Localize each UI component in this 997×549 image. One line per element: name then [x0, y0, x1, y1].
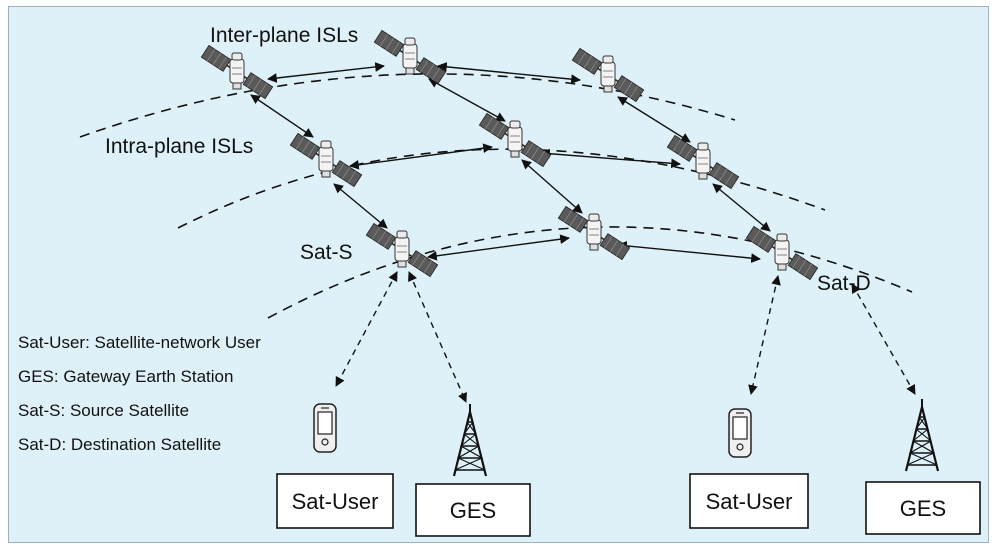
isl-arrow	[617, 96, 691, 143]
inter-plane-isl-label: Inter-plane ISLs	[210, 24, 358, 47]
legend-item: Sat-S: Source Satellite	[18, 401, 189, 420]
isl-arrow	[250, 94, 314, 138]
isl-arrow	[427, 234, 570, 261]
orbit-plane-1	[79, 73, 736, 138]
isl-arrow	[437, 61, 581, 85]
orbit-plane-2	[177, 148, 826, 229]
isl-arrow	[428, 78, 506, 122]
isl-arrow	[267, 62, 385, 83]
legend-item: GES: Gateway Earth Station	[18, 367, 233, 386]
legend-item: Sat-D: Destination Satellite	[18, 435, 221, 454]
handheld-device-icon	[313, 403, 337, 453]
sat-d-label: Sat-D	[817, 272, 871, 295]
legend: Sat-User: Satellite-network User GES: Ga…	[18, 333, 261, 454]
satellite-icon	[745, 225, 819, 281]
satellite-icon	[571, 47, 645, 103]
sat-user-box-label: Sat-User	[292, 489, 379, 514]
isl-links	[250, 61, 771, 264]
isl-arrow	[349, 143, 493, 170]
isl-arrow	[712, 183, 771, 232]
ground-links	[335, 271, 916, 403]
ges-box-label: GES	[900, 496, 946, 521]
ges-box-left: GES	[415, 483, 531, 537]
satellite-icon	[557, 205, 631, 261]
legend-item: Sat-User: Satellite-network User	[18, 333, 261, 352]
satellite-icon	[289, 132, 363, 188]
ground-link-arrow	[748, 275, 781, 395]
ground-link-arrow	[408, 271, 467, 403]
isl-arrow	[540, 148, 681, 169]
sat-s-label: Sat-S	[300, 241, 353, 264]
antenna-tower-icon	[452, 402, 488, 478]
isl-arrow	[333, 183, 388, 229]
antenna-tower-icon	[904, 397, 940, 473]
sat-user-box-left: Sat-User	[276, 473, 394, 529]
ground-link-arrow	[851, 283, 916, 395]
satellite-icon	[666, 134, 740, 190]
sat-user-box-right: Sat-User	[689, 473, 809, 529]
handheld-device-icon	[728, 408, 752, 458]
sat-user-box-label: Sat-User	[706, 489, 793, 514]
ges-box-label: GES	[450, 498, 496, 523]
ges-box-right: GES	[865, 481, 981, 535]
isl-arrow	[617, 240, 761, 264]
ground-link-arrow	[335, 271, 398, 387]
satellite-icon	[478, 112, 552, 168]
isl-arrow	[521, 159, 583, 214]
intra-plane-isl-label: Intra-plane ISLs	[105, 135, 253, 158]
satellite-icon	[200, 44, 274, 100]
